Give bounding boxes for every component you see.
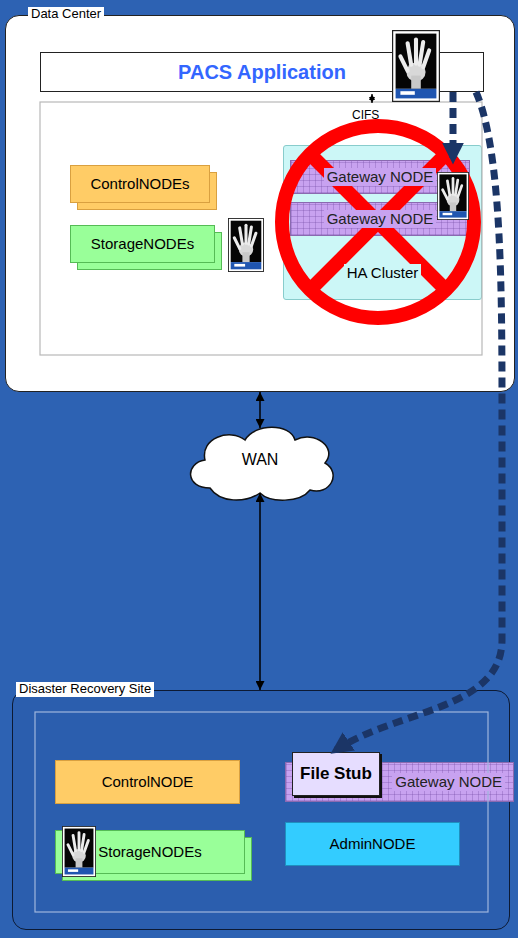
link-arrow	[259, 493, 261, 690]
node-group-box: ControlNODEs	[70, 165, 210, 203]
node-label: StorageNODEs	[91, 235, 194, 252]
node-label: File Stub	[300, 764, 372, 784]
node-label: Gateway NODE	[324, 168, 437, 185]
prohibition-circle	[282, 126, 474, 318]
gateway-box: Gateway NODE File Stub	[285, 762, 514, 802]
cloud-shape	[191, 427, 334, 500]
region-heading: Data Center	[28, 7, 104, 22]
node-label: ControlNODEs	[90, 175, 189, 192]
label-holder: CIFS	[352, 105, 379, 123]
node-group-box: StorageNODEs	[70, 225, 215, 263]
inner-panel	[40, 102, 482, 355]
node-label: PACS Application	[178, 61, 346, 84]
xray-image	[228, 218, 263, 271]
node-label: ControlNODE	[102, 773, 194, 790]
inner-panel	[35, 712, 488, 912]
node-label: HA Cluster	[344, 264, 422, 281]
node-label: WAN	[242, 451, 279, 469]
data-flow-arrow	[450, 92, 457, 158]
link-arrow	[259, 392, 261, 428]
xray-image	[62, 826, 95, 876]
file-stub-box: File Stub	[292, 752, 380, 796]
failure-mark	[282, 126, 474, 318]
network-cloud: WAN	[180, 418, 340, 503]
node-label: Gateway NODE	[392, 773, 505, 790]
node-label: AdminNODE	[330, 835, 416, 852]
node-label: StorageNODEs	[98, 843, 201, 860]
site-region: Disaster Recovery SiteControlNODEStorage…	[12, 690, 510, 930]
node-label: Gateway NODE	[324, 210, 437, 227]
region-heading: Disaster Recovery Site	[16, 682, 154, 697]
data-flow-arrow	[336, 92, 502, 750]
xray-image	[393, 31, 440, 102]
prohibition-cross	[312, 156, 444, 288]
protocol-label: CIFS	[352, 109, 379, 123]
cifs-arrow	[371, 94, 372, 103]
prohibition-cross	[312, 156, 444, 288]
xray-image	[437, 172, 468, 219]
node-box: ControlNODE	[55, 760, 240, 804]
node-box: AdminNODE	[285, 822, 460, 866]
